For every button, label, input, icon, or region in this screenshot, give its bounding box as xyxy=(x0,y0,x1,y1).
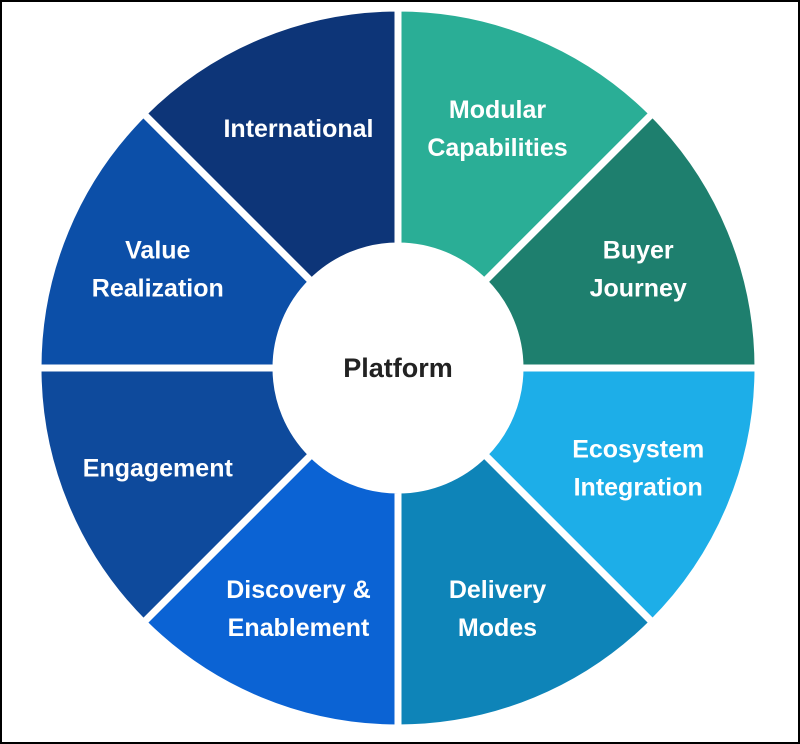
segment-label-line: Value xyxy=(125,237,190,265)
segment-label-line: Engagement xyxy=(83,454,234,482)
center-hub xyxy=(278,248,518,488)
segment-label-line: Delivery xyxy=(449,576,546,604)
segment-label-line: Capabilities xyxy=(427,134,567,162)
segment-label-line: International xyxy=(223,115,373,143)
segment-label-line: Ecosystem xyxy=(572,435,704,463)
segment-label-line: Discovery & xyxy=(226,576,371,604)
segment-label-line: Enablement xyxy=(228,614,370,642)
segment-label-line: Integration xyxy=(574,473,703,501)
segment-label-line: Realization xyxy=(92,275,224,303)
segment-label-7: International xyxy=(223,115,373,143)
wheel-outer-edge xyxy=(37,7,759,729)
segment-label-line: Modular xyxy=(449,96,546,124)
segment-label-line: Journey xyxy=(590,275,687,303)
segment-label-4: Discovery & Enablement xyxy=(226,576,371,642)
center-label: Platform xyxy=(343,353,453,383)
segment-label-line: Modes xyxy=(458,614,537,642)
segment-label-line: Buyer xyxy=(603,237,674,265)
segment-label-5: Engagement xyxy=(83,454,234,482)
